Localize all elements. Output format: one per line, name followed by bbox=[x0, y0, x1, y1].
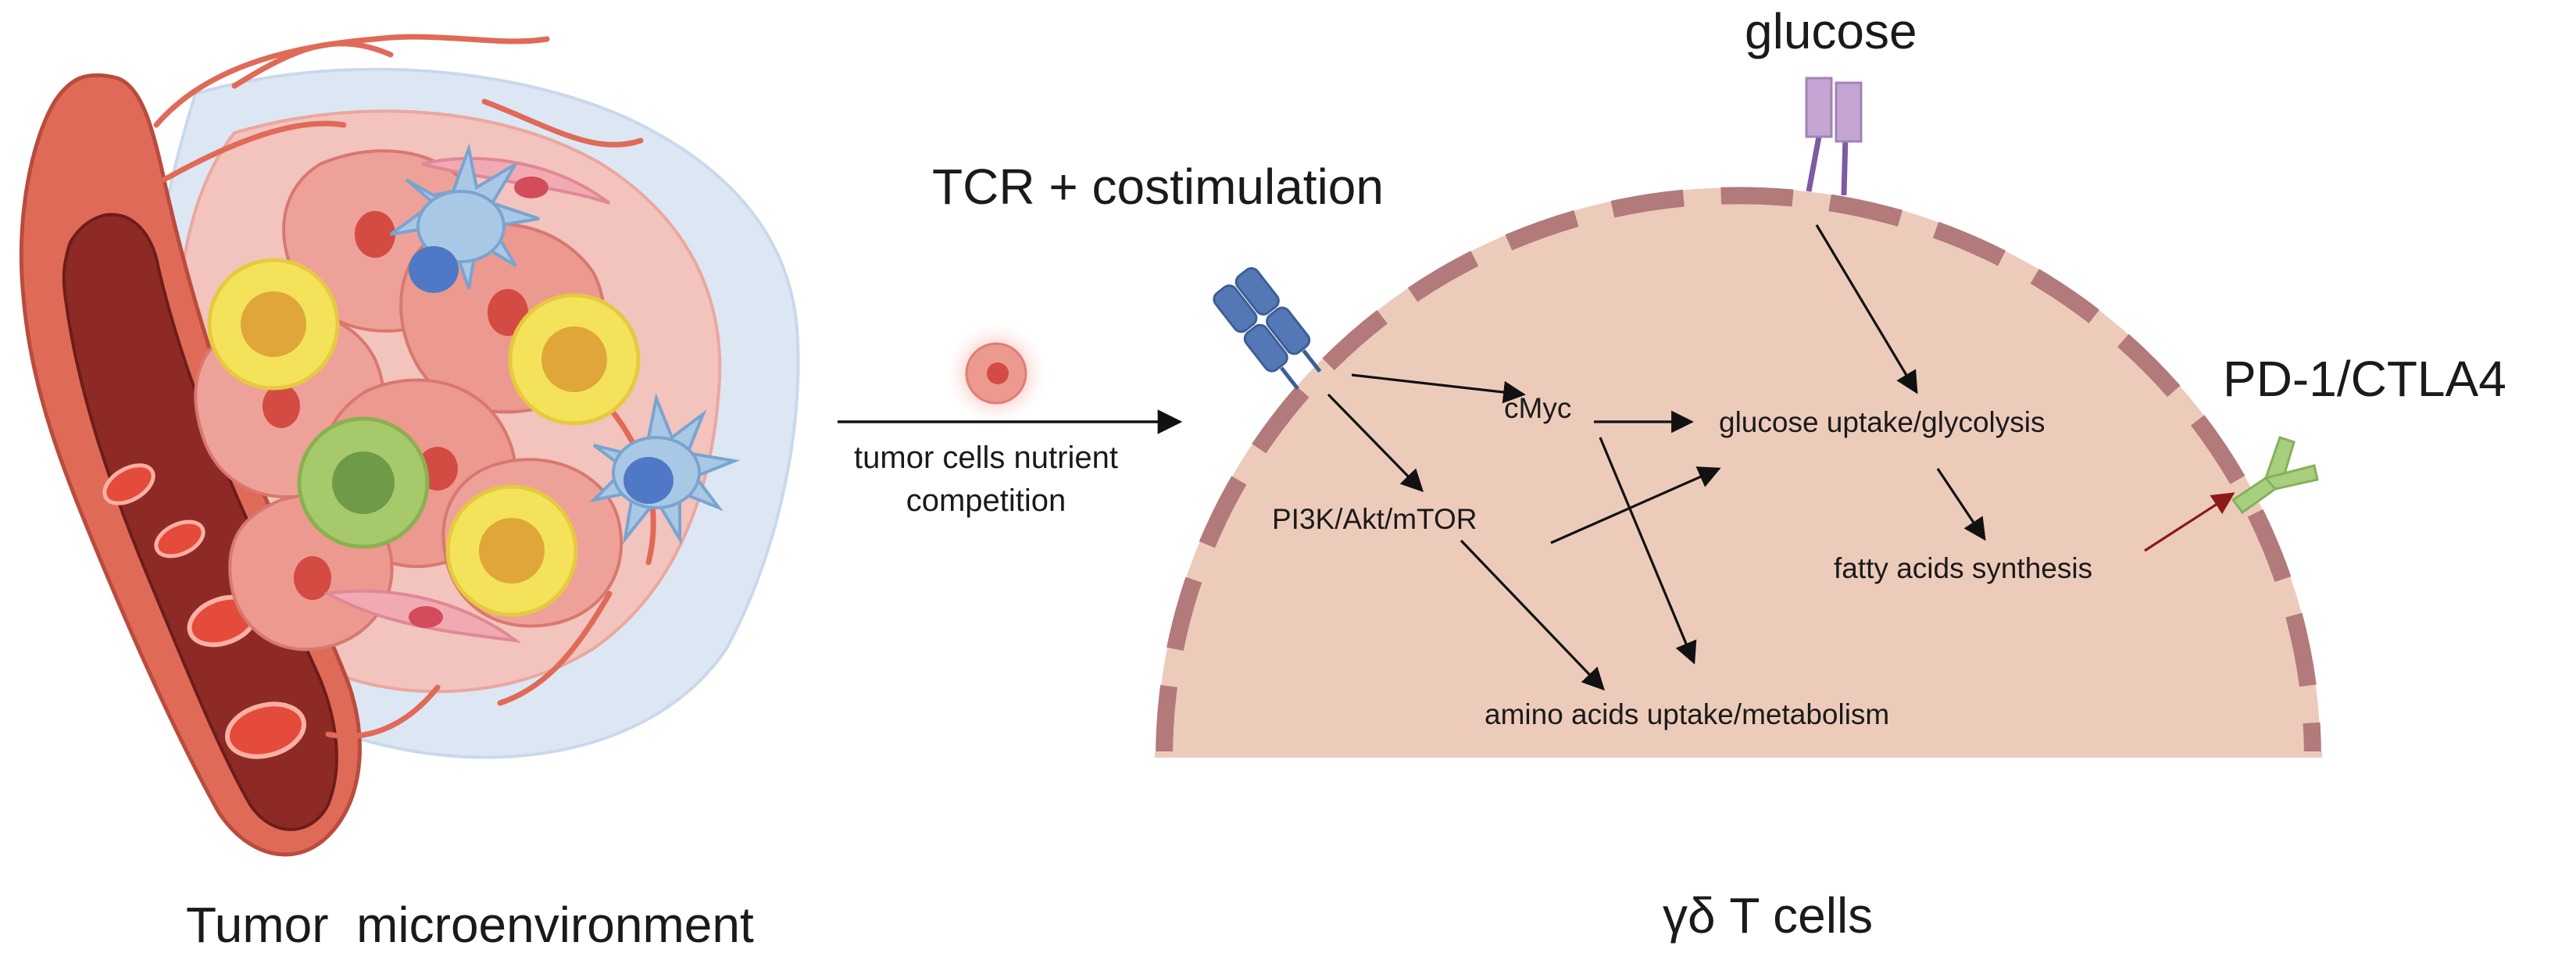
tumor-microenvironment-title: Tumor microenvironment bbox=[186, 897, 754, 953]
cmyc-label: cMyc bbox=[1504, 392, 1572, 424]
arrow-fatty-pd1 bbox=[2144, 492, 2235, 552]
arrow-pi3k-glycolysis bbox=[1550, 466, 1721, 544]
pd1-receptor bbox=[2231, 436, 2319, 515]
arrow-cmyc-amino bbox=[1599, 437, 1697, 665]
tcr-receptor bbox=[1213, 267, 1322, 391]
tumor-microenvironment-illustration bbox=[19, 34, 800, 857]
fatty-acids-synthesis-label: fatty acids synthesis bbox=[1834, 552, 2093, 584]
glucose-uptake-glycolysis-label: glucose uptake/glycolysis bbox=[1719, 406, 2045, 438]
green-immune-cell bbox=[297, 416, 430, 549]
cell-baseline bbox=[1155, 751, 2322, 758]
pi3k-akt-mtor-label: PI3K/Akt/mTOR bbox=[1272, 503, 1477, 535]
blood-vessel bbox=[19, 73, 362, 857]
arrow-glucose-glycolysis bbox=[1815, 224, 1918, 394]
cell-cytoplasm bbox=[1156, 187, 2321, 758]
pd1-ctla4-label: PD-1/CTLA4 bbox=[2223, 351, 2506, 407]
amino-acids-label: amino acids uptake/metabolism bbox=[1485, 698, 1890, 730]
competition-panel bbox=[838, 320, 1183, 434]
cell-membrane bbox=[1156, 187, 2321, 758]
arrow-pi3k-amino bbox=[1459, 539, 1605, 691]
competition-label-line1: tumor cells nutrient bbox=[854, 441, 1118, 475]
yellow-immune-cells bbox=[207, 258, 641, 617]
competition-label-line2: competition bbox=[906, 484, 1066, 518]
arrow-glycolysis-fatty bbox=[1936, 468, 1986, 541]
pathway-arrows bbox=[1327, 224, 1986, 691]
arrow-tcr-cmyc bbox=[1351, 373, 1526, 404]
glucose-transporter bbox=[1805, 77, 1863, 196]
tcr-costimulation-label: TCR + costimulation bbox=[932, 159, 1384, 215]
gamma-delta-t-cell bbox=[1155, 77, 2322, 758]
dendritic-nuclei bbox=[409, 246, 673, 504]
tumor-cell-small-nucleus bbox=[987, 362, 1009, 384]
gamma-delta-t-cells-title: γδ T cells bbox=[1663, 887, 1874, 944]
glucose-label: glucose bbox=[1745, 3, 1917, 59]
arrow-tcr-pi3k bbox=[1327, 393, 1424, 493]
